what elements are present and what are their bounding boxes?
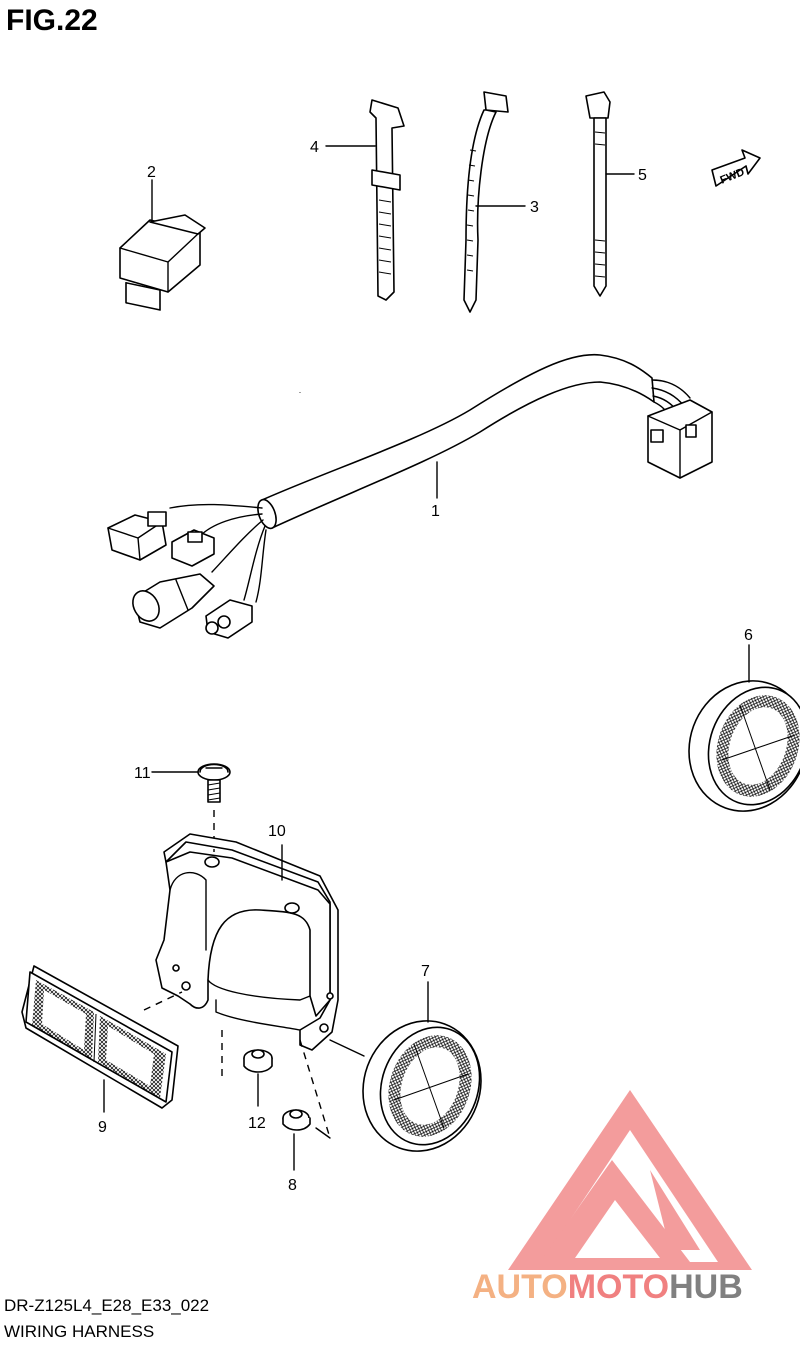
part-12-nut xyxy=(243,1049,273,1073)
watermark-text: AUTOMOTOHUB xyxy=(472,1268,743,1306)
figure-title: FIG.22 xyxy=(6,4,98,37)
part-5-cable-tie xyxy=(585,91,611,297)
callout-7: 7 xyxy=(421,963,430,980)
callout-11: 11 xyxy=(134,765,151,782)
callout-2: 2 xyxy=(147,164,156,181)
part-3-cable-tie xyxy=(463,91,509,313)
part-7-reflector-round xyxy=(329,1020,482,1152)
callout-5: 5 xyxy=(638,167,647,184)
part-8-nut xyxy=(282,1109,311,1131)
watermark-moto: MOTO xyxy=(568,1268,669,1306)
callout-9: 9 xyxy=(98,1119,107,1136)
diagram-name: WIRING HARNESS xyxy=(4,1322,155,1341)
part-9-reflector-rect xyxy=(21,965,179,1109)
part-10-bracket xyxy=(155,833,339,1051)
callout-6: 6 xyxy=(744,627,753,644)
part-6-reflector-round xyxy=(688,680,800,812)
diagram-code: DR-Z125L4_E28_E33_022 xyxy=(4,1296,210,1315)
part-11-screw xyxy=(197,763,231,803)
callout-3: 3 xyxy=(530,199,539,216)
callout-10: 10 xyxy=(268,823,286,840)
watermark-hub: HUB xyxy=(669,1268,743,1306)
callout-4: 4 xyxy=(310,139,319,156)
watermark-auto: AUTO xyxy=(472,1268,568,1306)
callout-12: 12 xyxy=(248,1115,266,1132)
part-1-wiring-harness xyxy=(107,353,713,639)
callout-1: 1 xyxy=(431,503,440,520)
part-4-strap xyxy=(369,99,405,301)
watermark-logo xyxy=(508,1090,752,1270)
callout-8: 8 xyxy=(288,1177,297,1194)
fwd-arrow-icon: FWD xyxy=(711,149,761,187)
part-2-switch xyxy=(119,214,302,393)
